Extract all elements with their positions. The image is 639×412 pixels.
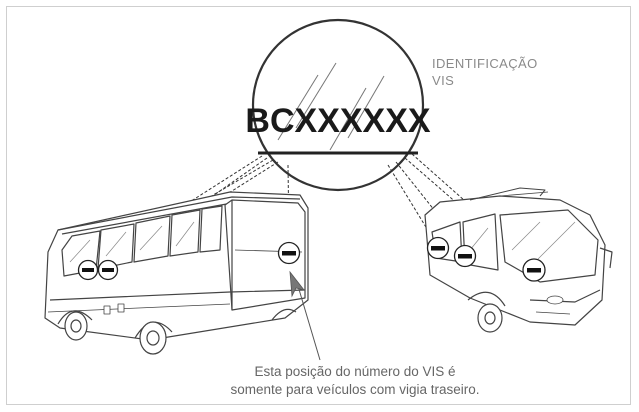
- vis-code-text: BCXXXXXX: [245, 102, 430, 140]
- caption-line-1: Esta posição do número do VIS é: [254, 364, 456, 379]
- vis-identification-label: IDENTIFICAÇÃO VIS: [432, 55, 538, 89]
- vis-plate-marker-icon: [522, 258, 546, 282]
- vis-plate-marker-icon: [77, 259, 99, 281]
- caption-line-2: somente para veículos com vigia traseiro…: [230, 382, 480, 397]
- label-line-1: IDENTIFICAÇÃO: [432, 56, 538, 71]
- label-line-2: VIS: [432, 73, 455, 88]
- bus-side-view: [44, 191, 309, 355]
- glass-reflection-lines: [277, 62, 385, 151]
- vis-markers: [77, 236, 546, 282]
- bus-front-view: [424, 187, 613, 333]
- vis-plate-marker-icon: [277, 241, 301, 265]
- vis-plate-marker-icon: [453, 244, 477, 268]
- magnifier: BCXXXXXX: [245, 18, 431, 192]
- vis-plate-marker-icon: [97, 259, 119, 281]
- frame-border: [6, 6, 631, 405]
- pointer-arrow-icon: [289, 270, 321, 361]
- vis-plate-marker-icon: [426, 236, 450, 260]
- rear-window-note: Esta posição do número do VIS é somente …: [160, 363, 550, 399]
